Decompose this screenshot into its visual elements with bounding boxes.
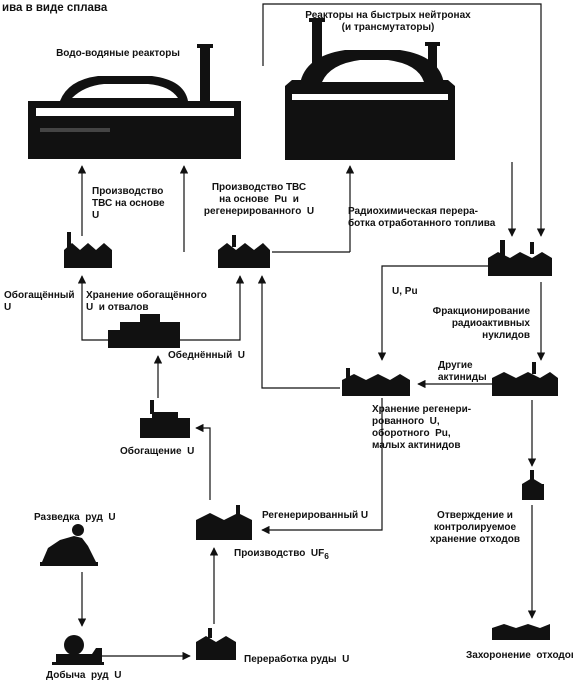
label-uf6-main: Производство UF xyxy=(234,548,325,559)
label-fractionation: Фракционирование радиоактивных нуклидов xyxy=(432,306,530,341)
label-other-actinides: Другие актиниды xyxy=(438,360,487,383)
factory-fractionation-icon xyxy=(492,362,558,396)
header-fragment: ива в виде сплава xyxy=(2,2,108,14)
label-lwr: Водо-водяные реакторы xyxy=(56,48,180,59)
label-exploration: Разведка руд U xyxy=(34,512,116,523)
label-enrichment: Обогащение U xyxy=(120,446,195,457)
label-regen-u: Регенерированный U xyxy=(262,510,369,521)
mining-icon xyxy=(52,635,104,665)
fbr-plant-icon xyxy=(285,18,455,160)
factory-enriched-storage-icon xyxy=(108,314,180,348)
waste-burial-icon xyxy=(492,624,550,640)
exploration-worker-icon xyxy=(40,524,98,566)
label-ore-processing: Переработка руды U xyxy=(244,654,350,665)
lwr-plant-icon xyxy=(28,44,241,159)
label-fuel-pu: Производство ТВС на основе Pu и регенери… xyxy=(203,182,315,217)
label-reprocessing: Радиохимическая перера- ботка отработанн… xyxy=(348,206,496,229)
factory-tvs-pu-icon xyxy=(218,235,270,268)
label-u-pu: U, Pu xyxy=(392,286,418,297)
factory-uf6-icon xyxy=(196,505,252,540)
label-uf6: Производство UF6 xyxy=(234,548,329,562)
label-fbr: Реакторы на быстрых нейтронах (и трансму… xyxy=(305,10,471,33)
label-depleted-u: Обеднённый U xyxy=(168,350,246,361)
factory-regen-storage-icon xyxy=(342,368,410,396)
label-solidification: Отверждение и контролируемое хранение от… xyxy=(429,510,520,545)
label-enriched-storage: Хранение обогащённого U и отвалов xyxy=(86,290,207,313)
factory-enrichment-icon xyxy=(140,400,190,438)
label-burial: Захоронение отходов xyxy=(466,650,573,661)
flow-arrows xyxy=(77,3,546,661)
factory-tvs-u-icon xyxy=(64,232,112,268)
label-fuel-u: Производство ТВС на основе U xyxy=(92,186,165,221)
label-mining: Добыча руд U xyxy=(46,670,122,681)
factory-solidification-icon xyxy=(522,470,544,500)
factory-ore-processing-icon xyxy=(196,628,236,660)
label-enriched-u: Обогащённый U xyxy=(4,290,75,313)
label-regen-storage: Хранение регенери- рованного U, оборотно… xyxy=(372,404,472,451)
factory-reprocessing-icon xyxy=(488,240,552,276)
label-uf6-sub: 6 xyxy=(324,551,329,561)
